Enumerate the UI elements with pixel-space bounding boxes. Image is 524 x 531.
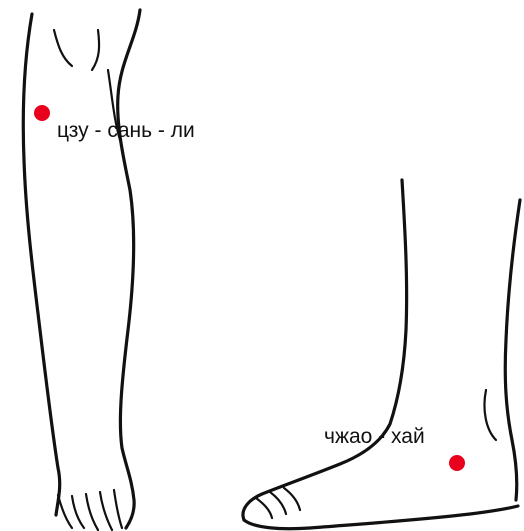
- knee-line-right: [92, 30, 99, 70]
- toes-outline: [58, 490, 122, 530]
- calf-back-contour: [243, 180, 407, 520]
- lower-leg-front-view: [23, 10, 140, 530]
- zhao-hai-label: чжао - хай: [324, 425, 425, 448]
- leg-left-contour: [23, 14, 59, 515]
- foot-medial-side-view: [243, 180, 520, 529]
- zu-san-li-point: [34, 105, 50, 121]
- leg-right-contour: [118, 10, 140, 528]
- shin-front-contour: [505, 200, 520, 500]
- zhao-hai-point: [449, 455, 465, 471]
- zu-san-li-label: цзу - сань - ли: [57, 119, 195, 142]
- knee-line-left: [54, 30, 72, 66]
- ankle-bone: [484, 390, 496, 440]
